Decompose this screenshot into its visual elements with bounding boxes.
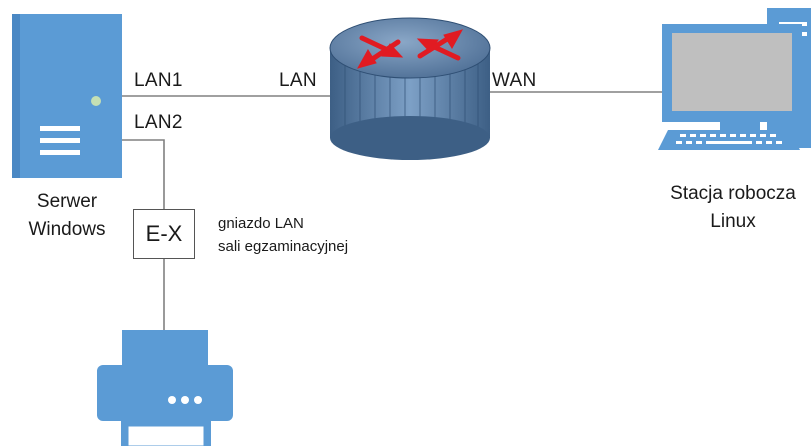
server-label-line2: Windows — [28, 219, 106, 240]
socket-description-line2: sali egzaminacyjnej — [218, 238, 349, 255]
desktop-computer-icon — [658, 8, 811, 150]
server-icon — [12, 14, 122, 178]
router-arrows — [356, 29, 464, 69]
workstation-label: Stacja robocza Linux — [653, 180, 811, 236]
cable-lan2-socket — [122, 139, 165, 209]
lan-socket-label: E-X — [145, 221, 183, 246]
port-label-lan2: LAN2 — [134, 112, 183, 133]
router-icon — [329, 17, 491, 160]
port-label-lan1: LAN1 — [134, 70, 183, 91]
socket-description-line1: gniazdo LAN — [218, 215, 304, 232]
lan-socket-box: E-X — [133, 209, 195, 259]
workstation-label-line2: Linux — [710, 211, 756, 232]
cables — [122, 91, 665, 330]
server-label: Serwer Windows — [12, 188, 122, 244]
server-label-line1: Serwer — [36, 191, 98, 212]
workstation-label-line1: Stacja robocza — [670, 183, 796, 204]
port-label-lan: LAN — [279, 70, 317, 91]
printer-icon — [97, 330, 233, 446]
socket-description: gniazdo LAN sali egzaminacyjnej — [218, 212, 348, 258]
port-label-wan: WAN — [492, 70, 537, 91]
